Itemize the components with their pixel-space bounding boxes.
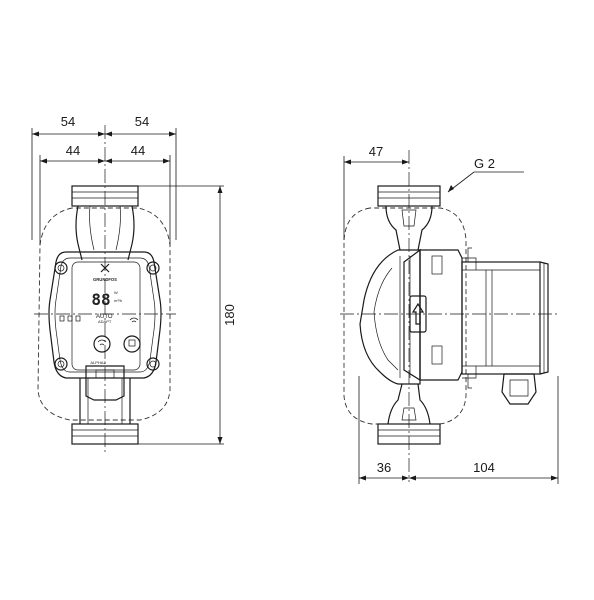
power-unit: W bbox=[114, 290, 118, 295]
led-2 bbox=[67, 315, 73, 322]
auto-adapt-line2: ADAPT bbox=[98, 319, 112, 324]
dim-47: 47 bbox=[369, 144, 383, 159]
dim-54-left: 54 bbox=[61, 114, 75, 129]
front-dim-44: 44 44 bbox=[39, 143, 171, 245]
thread-leader: G 2 bbox=[447, 156, 524, 193]
side-envelope-dashed bbox=[343, 207, 467, 425]
dim-54-right: 54 bbox=[135, 114, 149, 129]
front-terminal-box bbox=[85, 365, 125, 401]
mode-button-icon bbox=[123, 335, 141, 353]
wireless-button-icon bbox=[93, 335, 111, 353]
dim-44-left: 44 bbox=[66, 143, 80, 158]
led-1 bbox=[59, 315, 65, 322]
thread-label-g2: G 2 bbox=[474, 156, 495, 171]
control-panel: GRUNDFOS 88 W m³/h AUTO ADAPT ALPHA2 bbox=[59, 261, 141, 371]
dim-44-right: 44 bbox=[131, 143, 145, 158]
wifi-icon bbox=[129, 317, 139, 323]
side-dim-47: 47 bbox=[343, 144, 409, 240]
side-dim-bottom: 36 104 bbox=[358, 376, 559, 484]
front-dim-54: 54 54 bbox=[31, 114, 177, 240]
side-view: 47 G 2 36 104 bbox=[340, 144, 560, 484]
side-motor-housing bbox=[403, 247, 549, 389]
display-digits: 88 bbox=[91, 290, 110, 309]
flow-unit: m³/h bbox=[114, 298, 122, 303]
front-view: GRUNDFOS 88 W m³/h AUTO ADAPT ALPHA2 bbox=[31, 114, 237, 455]
auto-adapt-line1: AUTO bbox=[96, 314, 113, 320]
dim-180: 180 bbox=[222, 304, 237, 326]
led-3 bbox=[75, 315, 81, 322]
front-screws bbox=[54, 261, 160, 371]
side-connector bbox=[501, 373, 537, 405]
side-pump-housing bbox=[359, 249, 421, 385]
front-envelope-dashed bbox=[37, 207, 171, 421]
front-dim-180: 180 bbox=[217, 186, 237, 444]
dim-36: 36 bbox=[377, 460, 391, 475]
model-label: ALPHA2 bbox=[90, 360, 106, 365]
dim-104: 104 bbox=[473, 460, 495, 475]
